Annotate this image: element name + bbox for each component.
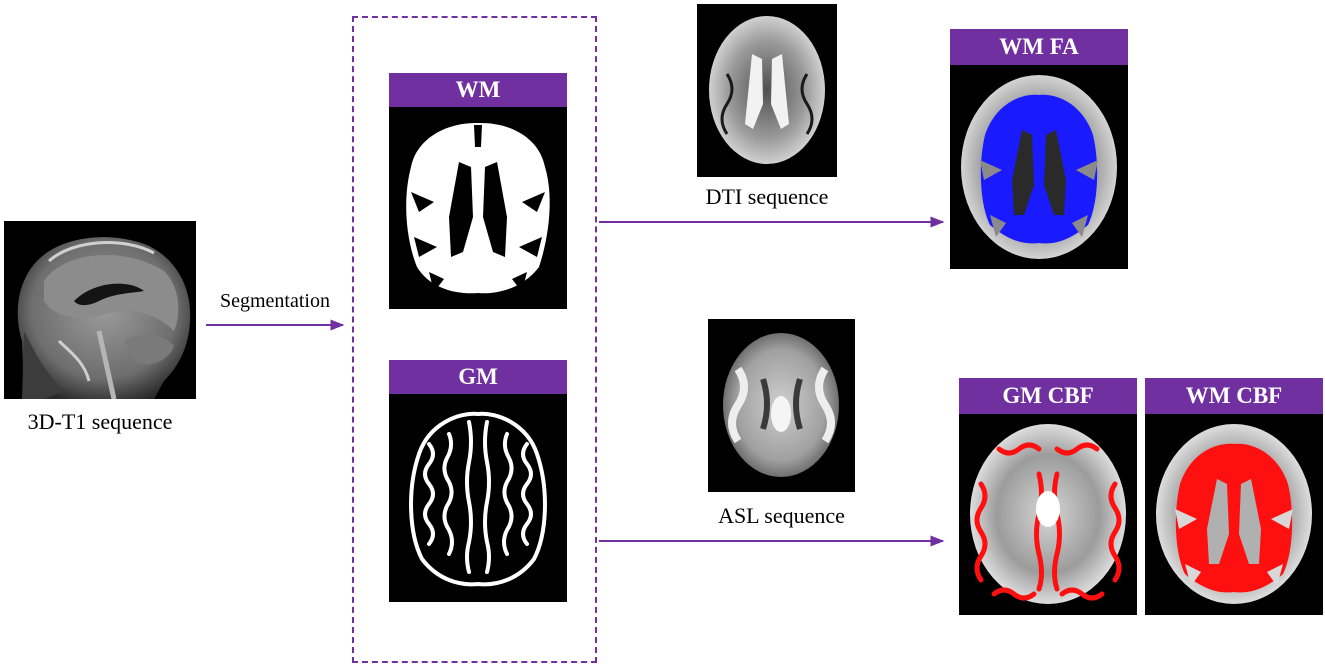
wm-fa-image (950, 65, 1128, 269)
t1-caption: 3D-T1 sequence (27, 409, 173, 434)
gm-banner: GM (389, 360, 567, 394)
segmentation-box (352, 16, 597, 663)
segmentation-label: Segmentation (220, 290, 330, 312)
wm-cbf-image (1145, 414, 1323, 615)
asl-caption: ASL sequence (718, 503, 845, 528)
dti-image (697, 4, 837, 177)
wm-cbf-banner: WM CBF (1145, 378, 1323, 414)
gm-segmentation-image (389, 394, 567, 602)
asl-image (708, 319, 855, 492)
t1-sagittal-image (4, 221, 196, 399)
gm-cbf-image (959, 414, 1137, 615)
dti-caption: DTI sequence (705, 184, 829, 209)
wm-banner: WM (389, 73, 567, 107)
wm-fa-banner: WM FA (950, 29, 1128, 65)
gm-cbf-banner: GM CBF (959, 378, 1137, 414)
wm-segmentation-image (389, 107, 567, 309)
